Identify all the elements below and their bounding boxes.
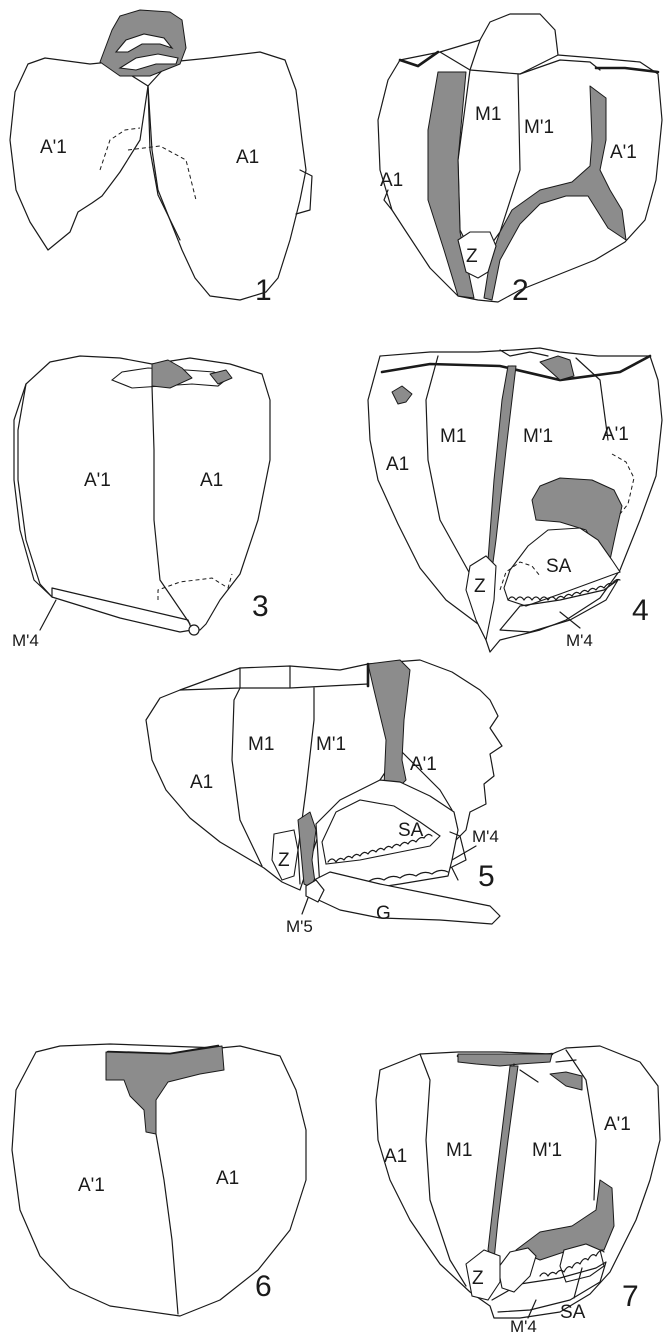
figure-5: A1 M1 M'1 A'1 Z SA M'4 M'5 G 5 (146, 660, 502, 936)
fig5-m5-leader (302, 898, 308, 914)
fig7-label-sa: SA (560, 1302, 586, 1323)
figure-2: A1 M1 M'1 A'1 Z 2 (378, 14, 662, 307)
fig4-label-m1: M1 (440, 426, 466, 447)
fig7-label-m1: M1 (446, 1140, 472, 1161)
fig6-label-right: A1 (216, 1168, 239, 1189)
fig3-label-left: A'1 (84, 470, 111, 491)
fig2-label-ap1: A'1 (610, 142, 637, 163)
fig1-label-left: A'1 (40, 137, 67, 158)
fig1-label-right: A1 (236, 147, 259, 168)
fig4-label-a1: A1 (386, 454, 409, 475)
figure-3: A'1 A1 M'4 3 (12, 356, 270, 650)
fig5-label-m5: M'5 (286, 917, 313, 936)
fig7-label-ap1: A'1 (604, 1114, 631, 1135)
fig2-number: 2 (512, 274, 529, 307)
fig5-label-ap1: A'1 (410, 754, 437, 775)
fig5-label-sa: SA (398, 820, 424, 841)
fig3-m4-leader (40, 600, 56, 630)
fig1-right-plate (148, 52, 306, 300)
fig3-nub (189, 625, 199, 635)
fig2-label-z: Z (466, 246, 478, 267)
fig6-number: 6 (255, 1270, 272, 1303)
fig5-label-z: Z (278, 850, 290, 871)
fig2-label-mp1: M'1 (524, 117, 554, 138)
fig3-number: 3 (252, 590, 269, 623)
fig7-label-z: Z (472, 1268, 484, 1289)
fig7-label-mp1: M'1 (532, 1140, 562, 1161)
figure-1: A'1 A1 1 (10, 10, 312, 307)
fig7-number: 7 (622, 1280, 639, 1313)
figure-6: A'1 A1 6 (12, 1044, 306, 1316)
fig5-label-a1: A1 (190, 772, 213, 793)
fig7-label-a1: A1 (384, 1146, 407, 1167)
figure-7: A1 M1 M'1 A'1 Z SA M'4 7 (376, 1046, 660, 1336)
fig5-label-m1: M1 (248, 734, 274, 755)
fig4-label-sa: SA (546, 556, 572, 577)
fig6-label-left: A'1 (78, 1175, 105, 1196)
fig3-label-m4: M'4 (12, 631, 39, 650)
fig5-label-mp1: M'1 (316, 734, 346, 755)
fig5-label-m4: M'4 (472, 827, 499, 846)
fig1-left-plate (10, 58, 148, 250)
fig3-label-right: A1 (200, 470, 223, 491)
fig7-label-m4: M'4 (510, 1317, 537, 1336)
fig1-number: 1 (255, 274, 272, 307)
figure-4: A1 M1 M'1 A'1 Z SA M'4 4 (368, 348, 662, 652)
fig4-label-m4: M'4 (566, 631, 593, 650)
fig4-label-mp1: M'1 (523, 426, 553, 447)
fig4-number: 4 (632, 594, 649, 627)
fig5-label-g: G (376, 903, 391, 924)
fig2-label-a1: A1 (380, 170, 403, 191)
fig5-number: 5 (478, 860, 495, 893)
fig4-label-z: Z (474, 576, 486, 597)
fig4-label-ap1: A'1 (602, 424, 629, 445)
fig2-label-m1: M1 (475, 104, 501, 125)
fig5-m4-leader (452, 846, 476, 860)
